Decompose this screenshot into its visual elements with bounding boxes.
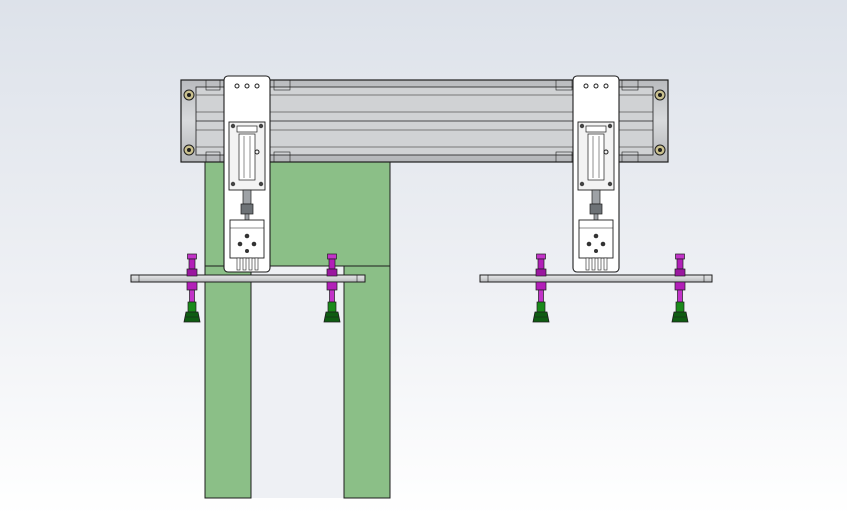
actuator-right[interactable] [572, 75, 620, 273]
suction-plate-right[interactable] [479, 274, 713, 283]
suction-cup-right-2[interactable] [671, 253, 689, 323]
actuator-left[interactable] [223, 75, 271, 273]
suction-cup-right-1[interactable] [532, 253, 550, 323]
suction-cup-left-1[interactable] [183, 253, 201, 323]
suction-plate-left[interactable] [130, 274, 366, 283]
